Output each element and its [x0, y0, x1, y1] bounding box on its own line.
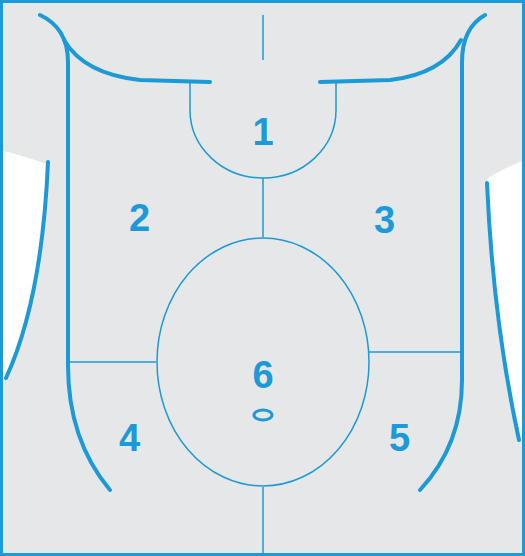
- region-number: 1: [252, 113, 273, 151]
- abdominal-region: 6: [156, 237, 370, 487]
- midline-connector: [262, 178, 264, 237]
- region-number: 5: [389, 419, 410, 457]
- region-number: 4: [119, 419, 140, 457]
- region-number: 6: [252, 356, 273, 394]
- region-number: 2: [129, 199, 150, 237]
- abdominal-region: 1: [190, 82, 336, 178]
- region-number: 3: [374, 201, 395, 239]
